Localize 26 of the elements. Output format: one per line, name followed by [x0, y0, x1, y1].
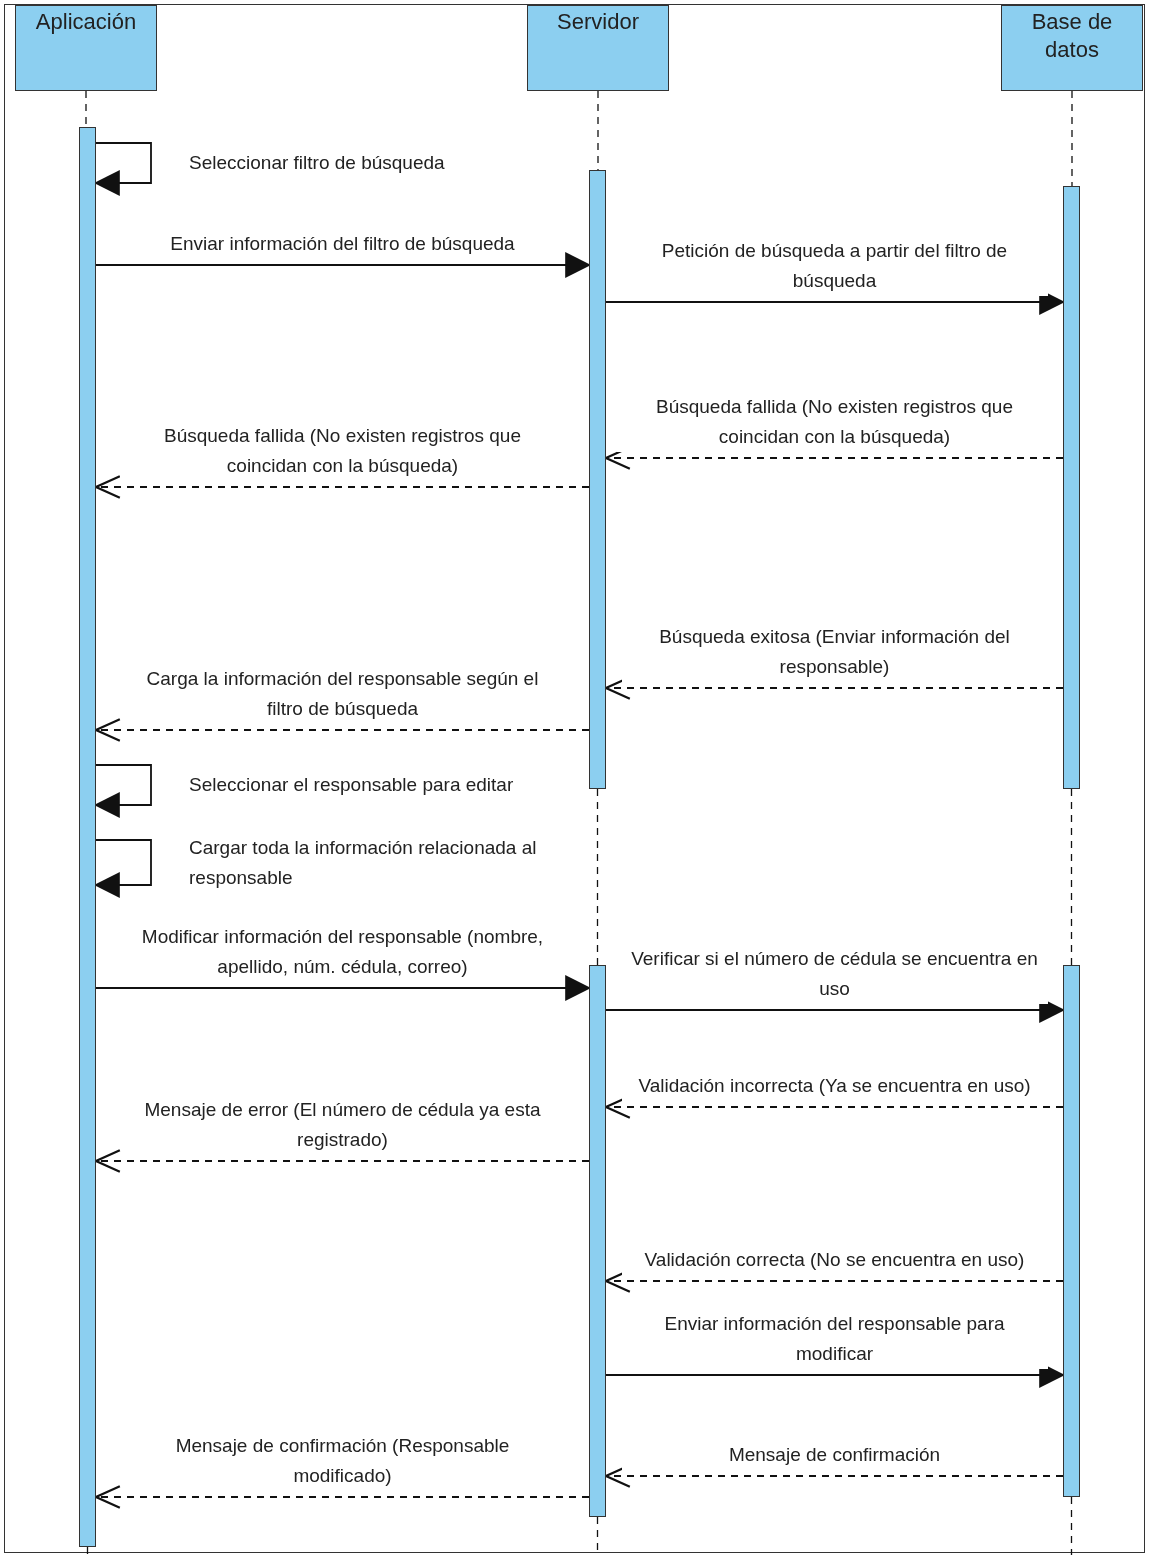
return-message-arrow — [94, 1149, 590, 1173]
participant-name: Base de datos — [1030, 8, 1114, 64]
lifeline — [597, 90, 599, 171]
activation-bar — [79, 127, 96, 1547]
participant-name: Aplicación — [34, 8, 138, 36]
message-arrow — [95, 252, 592, 278]
return-message-arrow — [94, 1485, 590, 1509]
lifeline — [596, 788, 599, 966]
lifeline — [1070, 788, 1073, 966]
lifeline — [86, 1546, 89, 1556]
message-arrow — [95, 975, 592, 1001]
activation-bar — [589, 170, 606, 789]
participant-box — [527, 5, 669, 91]
lifeline — [1070, 1496, 1073, 1556]
lifeline — [1071, 90, 1073, 187]
activation-bar — [589, 965, 606, 1517]
self-message-arrow — [93, 142, 152, 196]
self-message-arrow — [93, 839, 152, 898]
activation-bar — [1063, 965, 1080, 1497]
activation-bar — [1063, 186, 1080, 789]
participant-box — [15, 5, 157, 91]
participant-name: Servidor — [556, 8, 640, 36]
self-message-arrow — [93, 764, 152, 818]
return-message-arrow — [94, 718, 590, 742]
participant-box — [1001, 5, 1143, 91]
return-message-arrow — [94, 475, 590, 499]
